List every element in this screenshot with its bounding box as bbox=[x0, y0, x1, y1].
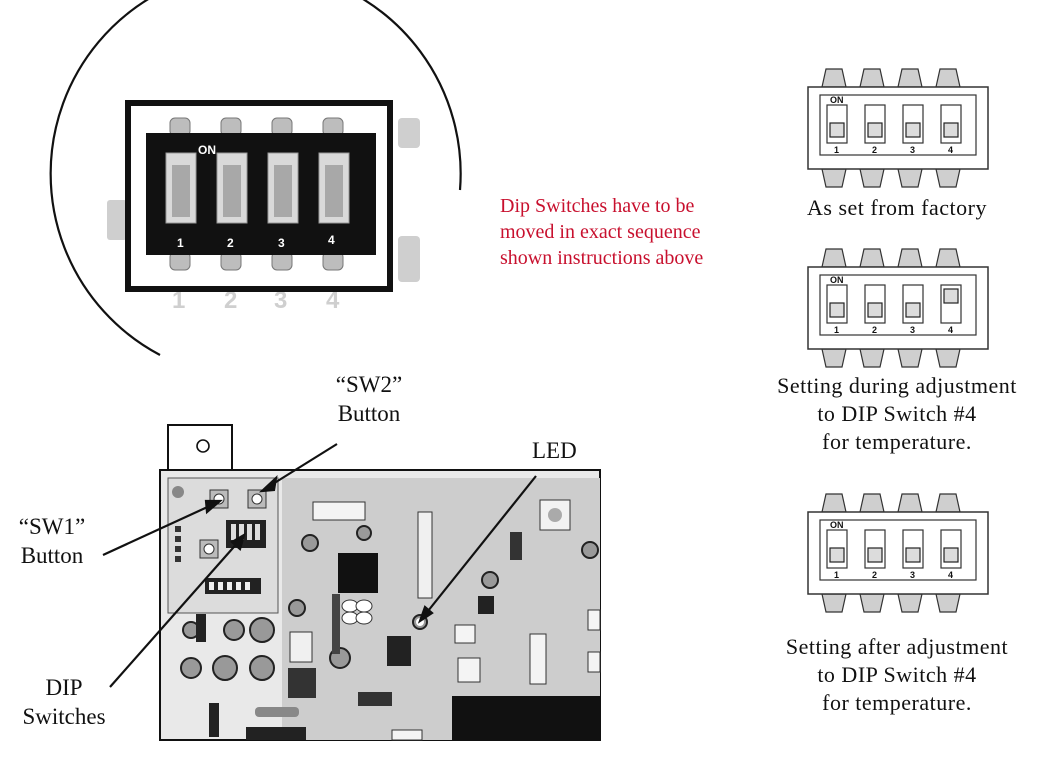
on-label: ON bbox=[830, 275, 844, 285]
switch-knob-off bbox=[867, 122, 883, 138]
pin bbox=[935, 248, 961, 268]
switch-number: 4 bbox=[948, 145, 953, 155]
switch-knob-off bbox=[829, 122, 845, 138]
switch-knob-off bbox=[867, 547, 883, 563]
switch-knob-off bbox=[867, 302, 883, 318]
on-label: ON bbox=[830, 520, 844, 530]
pin bbox=[897, 168, 923, 188]
dip-diagram-1: ON 1 2 3 4 bbox=[807, 68, 989, 188]
pin bbox=[859, 68, 885, 88]
pin bbox=[859, 168, 885, 188]
switch-number: 4 bbox=[948, 570, 953, 580]
pin bbox=[897, 348, 923, 368]
dip-diagram-2: ON 1 2 3 4 bbox=[807, 248, 989, 368]
dip-diagram-3: ON 1 2 3 4 bbox=[807, 493, 989, 613]
switch-number: 1 bbox=[834, 570, 839, 580]
led-label: LED bbox=[532, 438, 577, 463]
switch-knob-off bbox=[829, 302, 845, 318]
callout-arrows bbox=[102, 443, 537, 688]
pin bbox=[821, 168, 847, 188]
pin bbox=[859, 593, 885, 613]
pin bbox=[821, 348, 847, 368]
zoom-switch-number: 4 bbox=[328, 233, 335, 247]
svg-text:1: 1 bbox=[172, 287, 185, 314]
pin bbox=[935, 168, 961, 188]
switch-number: 3 bbox=[910, 325, 915, 335]
pin bbox=[821, 68, 847, 88]
pin bbox=[897, 593, 923, 613]
svg-text:3: 3 bbox=[274, 287, 287, 314]
switch-knob-off bbox=[943, 122, 959, 138]
pin bbox=[821, 593, 847, 613]
pin bbox=[821, 248, 847, 268]
pin bbox=[935, 348, 961, 368]
switch-number: 2 bbox=[872, 145, 877, 155]
caption-factory: As set from factory bbox=[807, 195, 987, 220]
caption-after-adjustment: Setting after adjustment to DIP Switch #… bbox=[785, 634, 1009, 715]
faded-marks: 1 2 3 4 bbox=[107, 118, 420, 314]
pin bbox=[935, 593, 961, 613]
switch-number: 3 bbox=[910, 145, 915, 155]
zoom-switch-number: 3 bbox=[278, 236, 285, 250]
zoom-pins-bottom bbox=[169, 251, 344, 271]
switch-knob-off bbox=[905, 122, 921, 138]
pin bbox=[897, 248, 923, 268]
pin bbox=[935, 493, 961, 513]
switch-number: 1 bbox=[834, 145, 839, 155]
switch-number: 1 bbox=[834, 325, 839, 335]
pin bbox=[935, 68, 961, 88]
switch-number: 4 bbox=[948, 325, 953, 335]
pin bbox=[897, 68, 923, 88]
pin bbox=[859, 248, 885, 268]
switch-knob-off bbox=[905, 302, 921, 318]
zoom-switch-number: 1 bbox=[177, 236, 184, 250]
pin bbox=[897, 493, 923, 513]
pin bbox=[821, 493, 847, 513]
switch-knob-off bbox=[905, 547, 921, 563]
dip-switches-label: DIP Switches bbox=[22, 675, 106, 729]
switch-number: 2 bbox=[872, 570, 877, 580]
microcontroller-chip bbox=[338, 553, 378, 593]
sw2-label: “SW2” Button bbox=[335, 372, 403, 426]
switch-knob-on bbox=[943, 288, 959, 304]
zoom-on-label: ON bbox=[198, 143, 216, 157]
switch-knob-off bbox=[943, 547, 959, 563]
zoom-slots bbox=[165, 152, 350, 224]
sw1-label: “SW1” Button bbox=[18, 514, 86, 568]
instruction-note: Dip Switches have to be moved in exact s… bbox=[500, 195, 704, 269]
pin bbox=[859, 348, 885, 368]
pin bbox=[859, 493, 885, 513]
magnifier-circle bbox=[49, 0, 462, 356]
svg-text:2: 2 bbox=[224, 287, 237, 314]
switch-number: 3 bbox=[910, 570, 915, 580]
zoom-pins-top bbox=[169, 117, 344, 137]
switch-number: 2 bbox=[872, 325, 877, 335]
caption-during-adjustment: Setting during adjustment to DIP Switch … bbox=[777, 373, 1017, 454]
switch-knob-off bbox=[829, 547, 845, 563]
mount-hole bbox=[196, 439, 210, 453]
svg-text:4: 4 bbox=[326, 287, 340, 314]
on-label: ON bbox=[830, 95, 844, 105]
zoom-switch-number: 2 bbox=[227, 236, 234, 250]
